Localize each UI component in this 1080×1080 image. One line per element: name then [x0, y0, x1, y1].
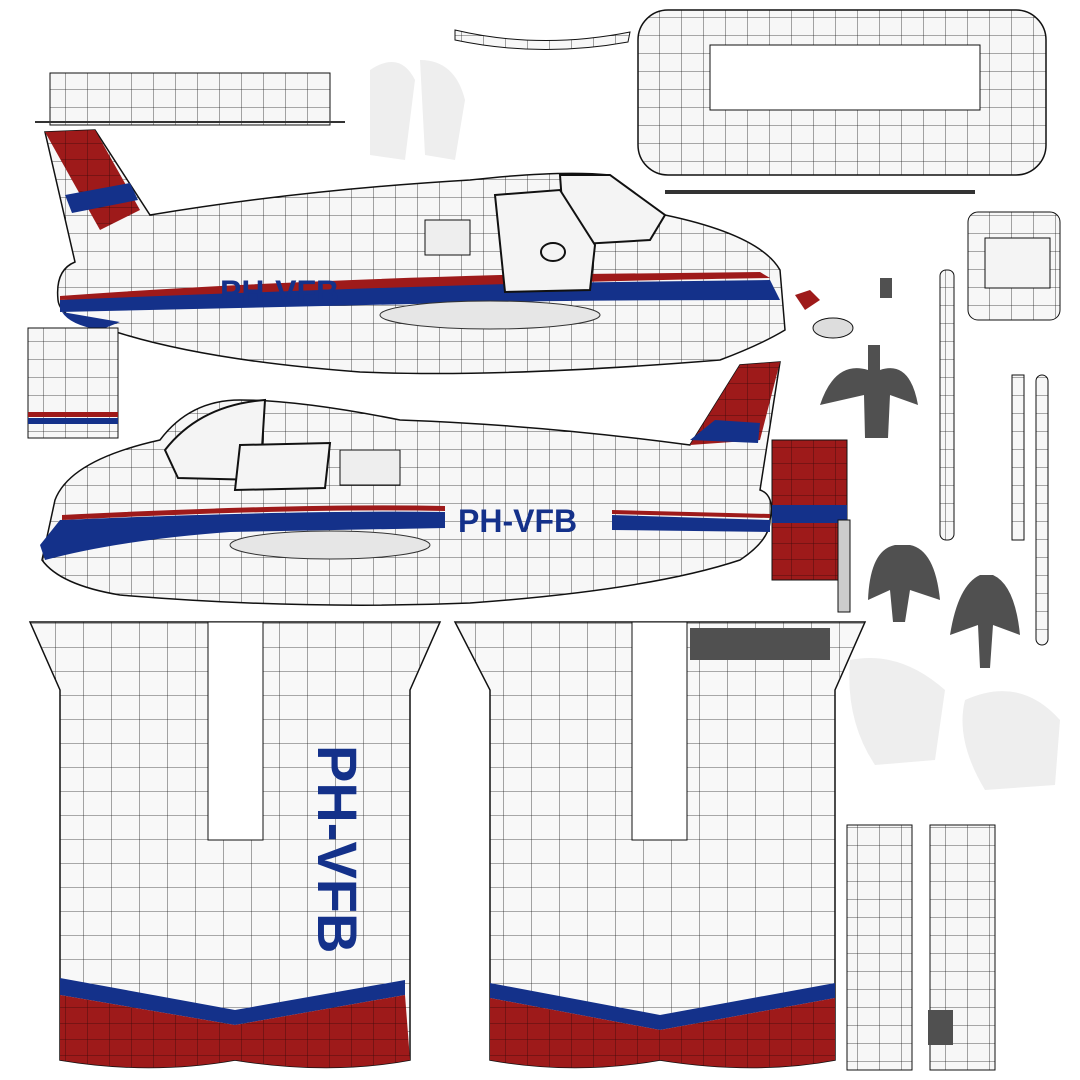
registration-top: PH-VFB [220, 274, 339, 310]
wing-right [453, 621, 867, 1069]
wing-left: PH-VFB [28, 621, 442, 1069]
small-parts [27, 60, 1061, 1071]
registration-wing: PH-VFB [306, 745, 369, 953]
cowling-piece [454, 9, 1047, 194]
registration-bottom: PH-VFB [458, 503, 577, 539]
fuselage-left-side: PH-VFB [44, 129, 786, 375]
fuselage-right-side: PH-VFB [40, 361, 781, 606]
